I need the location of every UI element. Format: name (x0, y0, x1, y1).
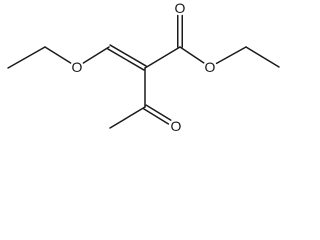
double-bond-line (109, 44, 147, 67)
molecule-structure: O O O O (7, 0, 280, 134)
single-bond (109, 106, 146, 129)
single-bond (7, 46, 46, 69)
single-bond (144, 46, 181, 69)
oxygen-atom-label: O (205, 59, 216, 75)
bonds-layer (7, 14, 280, 129)
double-bond-line (145, 104, 172, 121)
atom-label-background (70, 60, 84, 74)
atom-o-ester-link: O (203, 59, 217, 75)
double-bond-line (143, 108, 170, 125)
single-bond (245, 46, 280, 68)
oxygen-atom-label: O (171, 118, 182, 134)
atom-o-ether: O (70, 59, 84, 75)
single-bond (82, 46, 110, 64)
atom-labels-layer: O O O O (70, 0, 217, 134)
single-bond (179, 46, 205, 64)
atom-o-ester-carbonyl: O (173, 0, 187, 16)
atom-o-ketone: O (169, 118, 183, 134)
single-bond (215, 46, 247, 65)
atom-label-background (203, 60, 217, 74)
oxygen-atom-label: O (175, 0, 186, 16)
atom-label-background (173, 1, 187, 15)
single-bond (44, 46, 72, 64)
double-bond-line (107, 48, 145, 71)
atom-label-background (169, 119, 183, 133)
oxygen-atom-label: O (72, 59, 83, 75)
